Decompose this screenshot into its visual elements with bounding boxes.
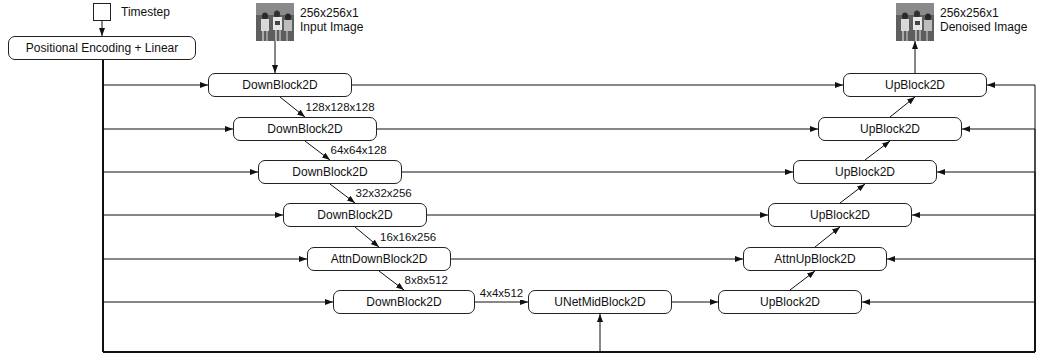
node-text: UpBlock2D [860, 122, 920, 136]
dimension-label: 16x16x256 [379, 231, 437, 244]
connector-arrow [402, 172, 793, 173]
node-text: UpBlock2D [885, 78, 945, 92]
image-frame [896, 3, 934, 41]
up-block: UpBlock2D [718, 290, 862, 314]
connector-arrow [103, 60, 1035, 352]
connector-arrow [451, 259, 743, 260]
connector-arrow [379, 271, 404, 290]
connector-arrow [672, 302, 718, 303]
connector-arrow [275, 41, 276, 73]
connector-arrow [103, 60, 1035, 352]
connector-arrow [103, 60, 600, 352]
connector-arrow [840, 184, 865, 203]
embedding-box: Positional Encoding + Linear [8, 36, 196, 60]
connector-arrow [330, 184, 355, 203]
connector-arrow [103, 60, 1035, 352]
mid-block: UNetMidBlock2D [528, 290, 672, 314]
node-text: DownBlock2D [317, 208, 392, 222]
up-block: UpBlock2D [843, 73, 987, 97]
connector-arrow [815, 227, 840, 247]
input-image: 256x256x1 Input Image [256, 3, 376, 41]
node-text: UpBlock2D [835, 165, 895, 179]
node-text: UNetMidBlock2D [554, 295, 645, 309]
connector-arrow [102, 21, 103, 36]
dimension-label: 64x64x128 [330, 144, 388, 157]
dimension-label: 32x32x256 [355, 187, 413, 200]
connector-arrow [865, 141, 890, 160]
node-text: DownBlock2D [366, 295, 441, 309]
connector-arrow [305, 141, 330, 160]
output-image: 256x256x1 Denoised Image [896, 3, 1032, 41]
timestep-input: Timestep [93, 3, 170, 21]
connector-arrow [103, 60, 1035, 352]
node-text: DownBlock2D [267, 122, 342, 136]
image-frame [256, 3, 294, 41]
connector-arrow [427, 215, 768, 216]
node-text: UpBlock2D [760, 295, 820, 309]
connector-arrow [280, 97, 305, 117]
up-block: UpBlock2D [818, 117, 962, 141]
connector-arrow [915, 41, 916, 73]
down-block: DownBlock2D [208, 73, 352, 97]
down-block: DownBlock2D [258, 160, 402, 184]
connector-arrow [377, 129, 818, 130]
connector-arrow [475, 302, 528, 303]
denoised-photo [896, 3, 934, 41]
dimension-label: 8x8x512 [404, 274, 449, 287]
node-text: 256x256x1 Input Image [300, 6, 376, 34]
dimension-label: 4x4x512 [479, 287, 524, 300]
node-text: AttnDownBlock2D [331, 252, 428, 266]
attention-up-block: AttnUpBlock2D [743, 247, 887, 271]
timestep-square [93, 3, 111, 21]
attention-down-block: AttnDownBlock2D [307, 247, 451, 271]
connector-arrow [890, 97, 915, 117]
node-text: DownBlock2D [292, 165, 367, 179]
node-text: AttnUpBlock2D [774, 252, 855, 266]
node-text: DownBlock2D [242, 78, 317, 92]
connector-arrow [790, 271, 815, 290]
up-block: UpBlock2D [768, 203, 912, 227]
down-block: DownBlock2D [333, 290, 475, 314]
input-photo [256, 3, 294, 41]
connector-arrow [355, 227, 379, 247]
connector-arrow [352, 85, 843, 86]
down-block: DownBlock2D [283, 203, 427, 227]
node-text: 256x256x1 Denoised Image [940, 6, 1032, 34]
down-block: DownBlock2D [233, 117, 377, 141]
up-block: UpBlock2D [793, 160, 937, 184]
dimension-label: 128x128x128 [305, 101, 376, 114]
connector-arrow [103, 60, 1035, 352]
node-text: Timestep [121, 3, 170, 21]
node-text: Positional Encoding + Linear [26, 41, 178, 55]
connector-arrow [103, 60, 208, 85]
connector-arrow [103, 60, 1035, 352]
node-text: UpBlock2D [810, 208, 870, 222]
